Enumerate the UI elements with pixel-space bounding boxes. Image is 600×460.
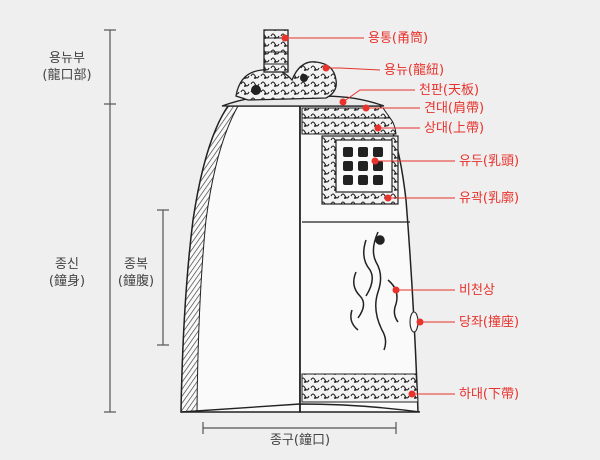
nipples	[343, 147, 383, 185]
part-label-yugwak: 유곽(乳廓)	[459, 191, 520, 206]
label-jongbok-hanja: (鐘腹)	[117, 274, 155, 289]
label-yongnyubu-hanja: (龍口部)	[42, 68, 92, 83]
dimension-lines	[104, 29, 397, 434]
label-yongnyubu: 용뉴부 (龍口部)	[30, 50, 104, 84]
label-jongsin-ko: 종신	[55, 257, 79, 272]
part-label-sangdae: 상대(上帶)	[424, 121, 485, 136]
part-label-hadae: 하대(下帶)	[459, 387, 520, 402]
bell-crown	[221, 29, 385, 107]
part-label-gyeondae: 견대(肩帶)	[424, 101, 485, 116]
part-label-yudu: 유두(乳頭)	[459, 154, 520, 169]
label-jongsin-hanja: (鐘身)	[48, 274, 86, 289]
part-label-yongnyu: 용뉴(龍紐)	[384, 63, 445, 78]
apsara-figure	[350, 231, 399, 351]
label-yongnyubu-ko: 용뉴부	[49, 51, 85, 66]
leader-dots	[281, 34, 424, 398]
part-label-yongtong: 용통(甬筒)	[368, 31, 429, 46]
bell-body	[180, 105, 421, 413]
label-jonggu: 종구(鐘口)	[269, 433, 331, 448]
part-label-bicheonsang: 비천상	[459, 283, 495, 298]
label-jongsin: 종신 (鐘身)	[30, 256, 104, 290]
leader-lines	[285, 37, 455, 395]
part-label-cheonpan: 천판(天板)	[419, 83, 480, 98]
label-jongbok-ko: 종복	[124, 257, 148, 272]
part-label-dangjwa: 당좌(撞座)	[459, 315, 520, 330]
label-jongbok: 종복 (鐘腹)	[112, 256, 160, 290]
